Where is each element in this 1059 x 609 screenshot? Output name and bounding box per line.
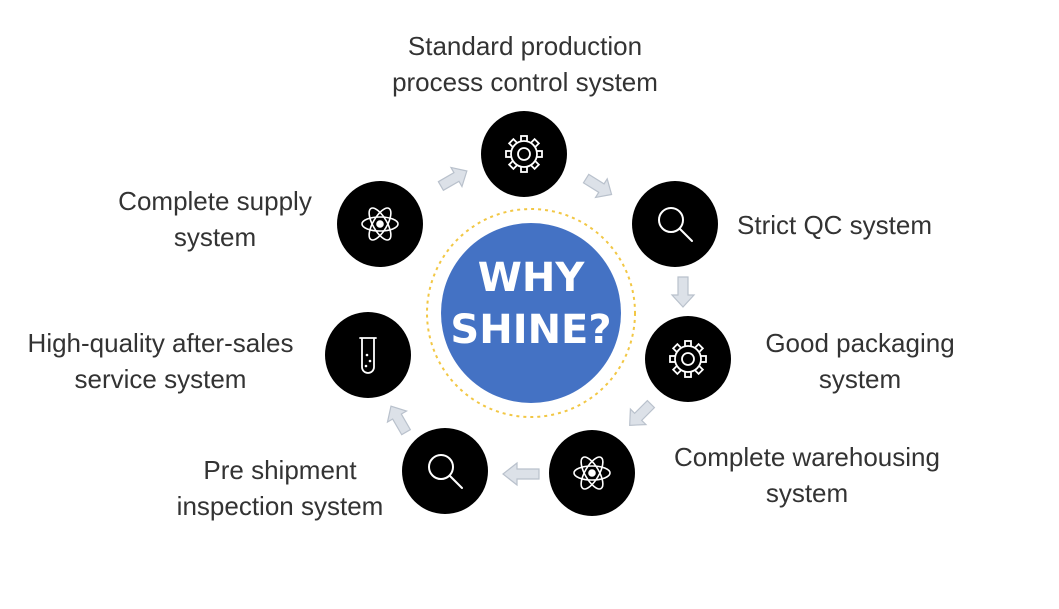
label-complete-warehousing: Complete warehousing system <box>652 439 962 511</box>
label-line: process control system <box>392 67 658 97</box>
center-dotted-ring <box>426 208 636 418</box>
arrow-warehousing-to-inspection <box>502 461 540 487</box>
arrow-qc-to-packaging <box>670 276 696 308</box>
label-line: Good packaging <box>765 328 955 358</box>
center-circle <box>441 223 621 403</box>
label-after-sales-service: High-quality after-sales service system <box>8 325 313 397</box>
magnifier-icon <box>428 454 463 489</box>
node-complete-supply <box>337 181 423 267</box>
center-title-line1: WHY <box>478 255 586 301</box>
atom-icon <box>361 207 399 241</box>
label-complete-supply: Complete supply system <box>100 183 330 255</box>
arrow-production-to-qc <box>582 173 613 199</box>
label-good-packaging: Good packaging system <box>750 325 970 397</box>
label-line: inspection system <box>176 491 384 521</box>
node-complete-warehousing <box>549 430 635 516</box>
gear-icon <box>669 340 707 378</box>
label-line: service system <box>74 364 247 394</box>
center-title-line2: SHINE? <box>450 307 611 353</box>
node-good-packaging <box>645 316 731 402</box>
label-line: High-quality after-sales <box>27 328 294 358</box>
label-standard-production: Standard production process control syst… <box>375 28 675 100</box>
label-line: system <box>173 222 257 252</box>
label-line: Strict QC system <box>737 210 933 240</box>
node-pre-shipment-inspection <box>402 428 488 514</box>
label-line: system <box>765 478 849 508</box>
arrow-supply-to-production <box>437 166 468 192</box>
label-line: Complete warehousing <box>674 442 940 472</box>
test-tube-icon <box>359 337 377 374</box>
arrows <box>386 166 696 487</box>
label-line: Complete supply <box>118 186 312 216</box>
node-strict-qc <box>632 181 718 267</box>
atom-icon <box>573 456 611 490</box>
label-pre-shipment-inspection: Pre shipment inspection system <box>160 452 400 524</box>
label-strict-qc: Strict QC system <box>737 207 932 243</box>
label-line: Pre shipment <box>203 455 357 485</box>
node-after-sales-service <box>325 312 411 398</box>
gear-icon <box>505 135 543 173</box>
node-standard-production <box>481 111 567 197</box>
label-line: Standard production <box>407 31 643 61</box>
magnifier-icon <box>658 207 693 242</box>
arrow-inspection-to-after-sales <box>386 405 412 436</box>
label-line: system <box>818 364 902 394</box>
arrow-packaging-to-warehousing <box>629 399 656 426</box>
